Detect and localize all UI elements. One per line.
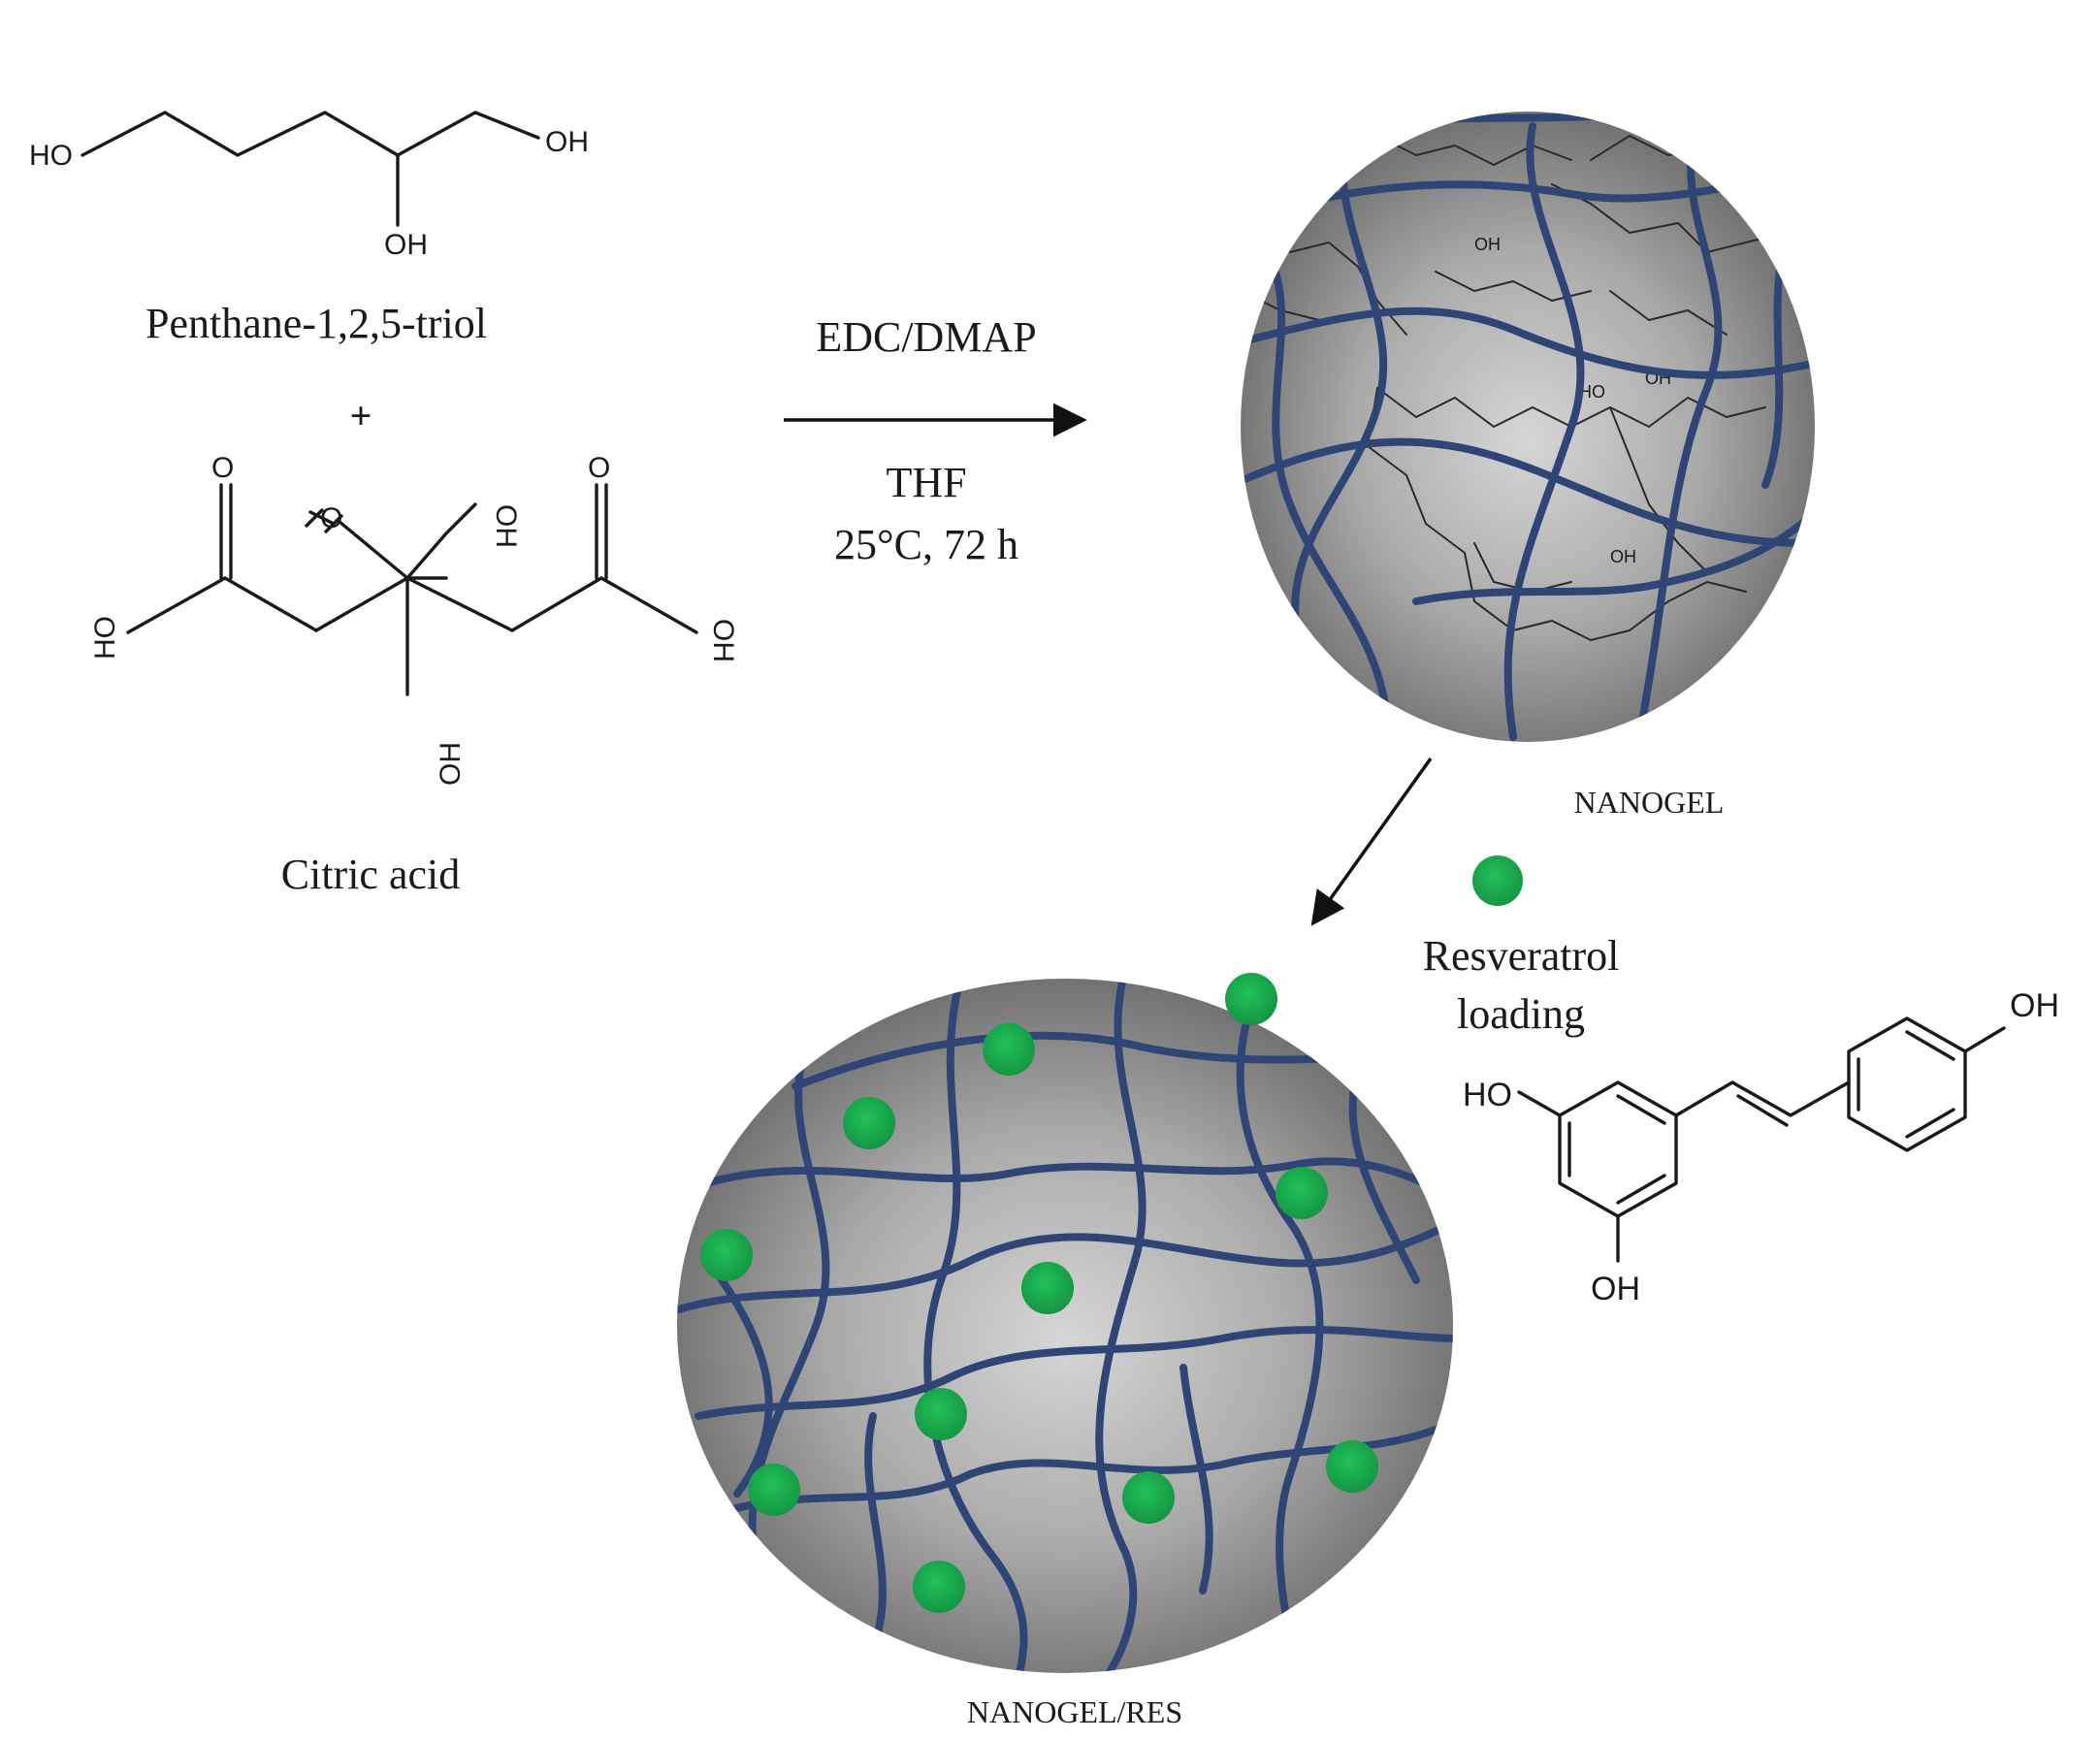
nanogel-res-sphere <box>677 973 1453 1673</box>
resveratrol-left-ring <box>1558 1080 1678 1218</box>
resveratrol-ho-left: HO <box>1463 1077 1512 1113</box>
resveratrol-dot <box>1021 1262 1074 1314</box>
triol-oh-right: OH <box>545 126 589 158</box>
resveratrol-dot <box>843 1097 895 1149</box>
citric-oh-center: OH <box>435 742 467 786</box>
nanogel-res-sphere-body <box>677 979 1453 1673</box>
citric-oh-top: OH <box>490 504 522 548</box>
solvent-label: THF <box>886 459 966 506</box>
nanogel-oh-2: OH <box>1474 235 1501 254</box>
resveratrol-structure: OH HO OH <box>1463 987 2059 1307</box>
resveratrol-oh-top: OH <box>2010 987 2059 1024</box>
triol-name: Penthane-1,2,5-triol <box>145 300 487 347</box>
nanogel-res-network <box>677 979 1453 1673</box>
citric-acid-name: Citric acid <box>281 851 461 898</box>
nanogel-res-label: NANOGEL/RES <box>967 1694 1182 1729</box>
citric-acid-structure: O OH O O HO OH OH <box>89 452 739 786</box>
resveratrol-dot <box>700 1229 753 1281</box>
triol-structure: HO OH OH <box>29 111 589 261</box>
nanogel-ho-1: HO <box>1579 382 1605 402</box>
conditions-label: 25°C, 72 h <box>834 521 1018 568</box>
loading-label-line1: Resveratrol <box>1423 932 1620 980</box>
resveratrol-dot <box>983 1023 1035 1076</box>
nanogel-oh-4: OH <box>1746 209 1772 229</box>
citric-o-left: O <box>211 452 234 484</box>
resveratrol-legend-dot <box>1472 855 1523 906</box>
plus-sign: + <box>350 394 372 437</box>
loading-arrow <box>1310 757 1433 926</box>
citric-oh-right: OH <box>707 619 739 662</box>
reagent-label: EDC/DMAP <box>816 313 1036 361</box>
resveratrol-oh-bottom: OH <box>1591 1271 1640 1307</box>
triol-ho-left: HO <box>29 140 73 172</box>
resveratrol-dot <box>748 1464 800 1516</box>
triol-skeleton <box>81 111 540 157</box>
resveratrol-dot <box>1122 1471 1175 1524</box>
resveratrol-right-ring <box>1847 1016 1967 1152</box>
nanogel-sphere-body <box>1241 112 1815 742</box>
resveratrol-dot <box>913 1561 965 1613</box>
citric-ho-left: HO <box>89 616 121 660</box>
resveratrol-dot <box>1225 973 1277 1025</box>
nanogel-sphere: OH OH HO OH OH OH <box>1241 112 1815 742</box>
resveratrol-dot <box>915 1388 967 1440</box>
citric-o-right: O <box>588 452 610 484</box>
resveratrol-dot <box>1326 1440 1378 1493</box>
citric-o-top: O <box>320 502 342 534</box>
nanogel-label: NANOGEL <box>1574 785 1725 820</box>
triol-oh-bottom: OH <box>384 229 428 261</box>
nanogel-oh-5: OH <box>1610 547 1636 566</box>
resveratrol-dot <box>1276 1167 1328 1219</box>
nanogel-oh-1: OH <box>1387 116 1413 136</box>
loading-label-line2: loading <box>1457 990 1585 1038</box>
